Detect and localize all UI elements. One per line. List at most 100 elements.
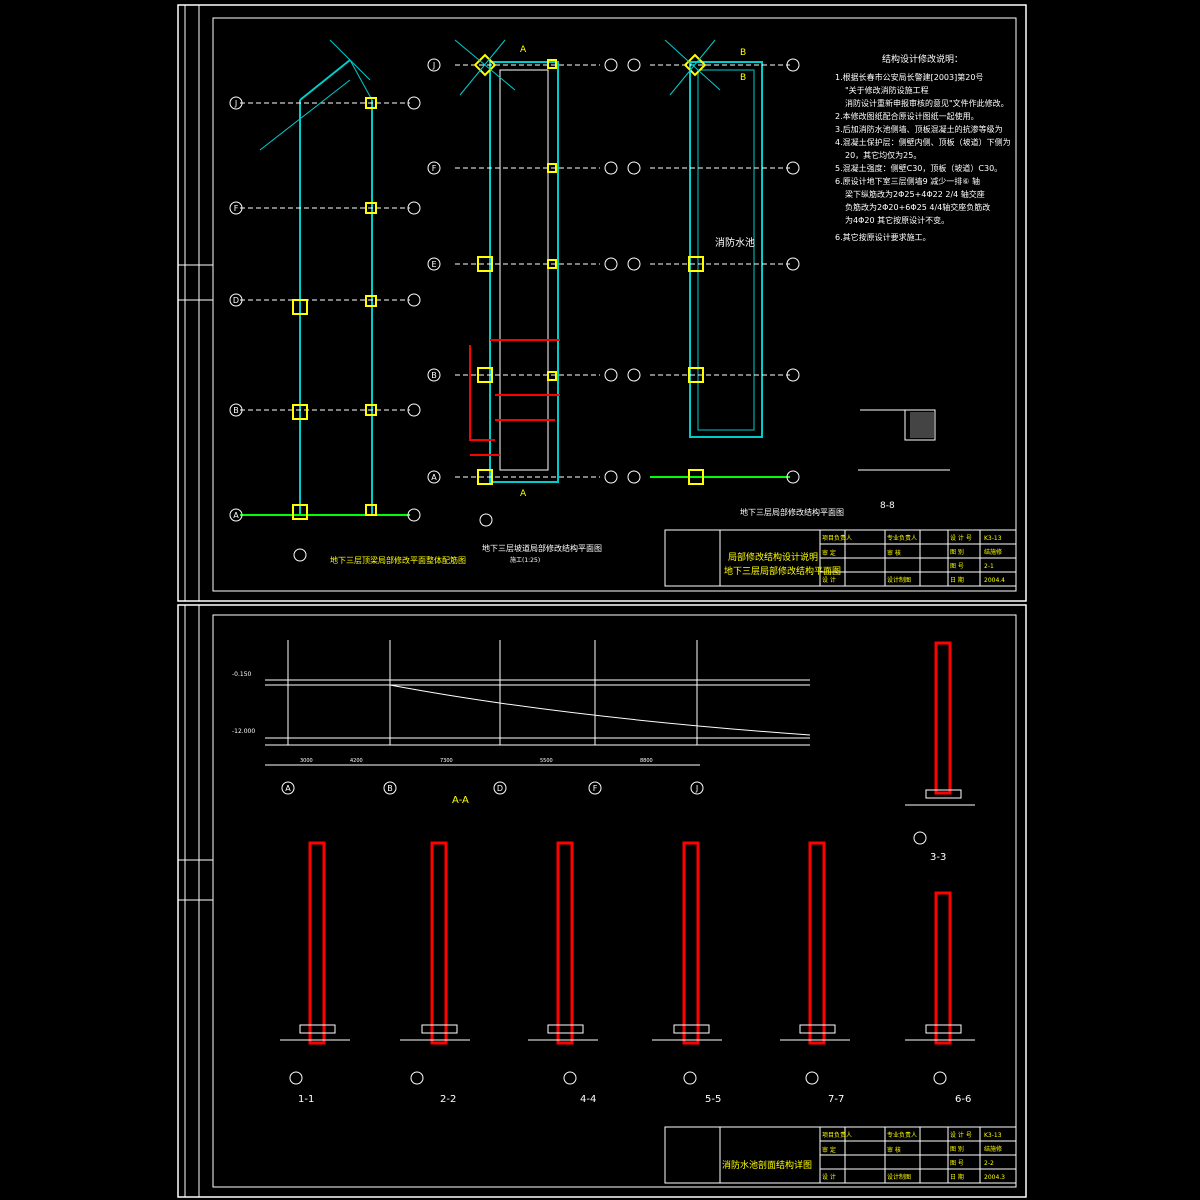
label-type: 图 别 — [950, 548, 964, 556]
notes-title: 结构设计修改说明： — [882, 53, 963, 65]
dim-label: 4200 — [350, 758, 363, 764]
grid-label: A — [233, 511, 239, 520]
note-line: 20，其它均仅为25。 — [845, 150, 921, 160]
section-8-8: 8-8 — [858, 409, 950, 511]
section-mark-b: B — [740, 73, 746, 83]
label-check: 审 定 — [822, 1146, 836, 1154]
section-label: 5-5 — [705, 1094, 721, 1105]
title-main-1: 局部修改结构设计说明 — [728, 551, 818, 563]
label-design: 设 计 — [822, 576, 836, 584]
note-line: 5.混凝土强度：侧壁C30，顶板（坡道）C30。 — [835, 163, 1002, 173]
value-sheet: 2-2 — [984, 1160, 994, 1167]
label-project: 项目负责人 — [822, 1131, 852, 1139]
dim-label: 7300 — [440, 758, 453, 764]
note-line: 6.原设计地下室三层侧墙9 减少一排⑥ 轴 — [835, 176, 980, 186]
caption-mid: 地下三层坡道局部修改结构平面图 — [482, 543, 602, 553]
right-grid-bubbles — [627, 58, 800, 484]
note-line: 6.其它按原设计要求施工。 — [835, 232, 931, 242]
wall-section — [905, 891, 975, 1085]
caption-right: 地下三层局部修改结构平面图 — [740, 507, 844, 517]
note-line: 消防设计重新申报审核的意见"文件作此修改。 — [845, 98, 1009, 108]
left-grid-bubbles: J F D B A — [229, 96, 421, 562]
sheet1-frame — [177, 4, 1027, 602]
grid-label: J — [432, 61, 435, 70]
wall-section — [400, 841, 470, 1085]
note-line: "关于修改消防设施工程 — [845, 85, 929, 95]
value-type: 结施修 — [984, 1145, 1002, 1153]
grid-label: D — [233, 296, 239, 305]
wall-section — [652, 841, 722, 1085]
section-88-label: 8-8 — [880, 501, 895, 511]
label-sheet: 图 号 — [950, 563, 964, 570]
label-date: 日 期 — [950, 576, 964, 584]
label-type: 图 别 — [950, 1145, 964, 1153]
note-line: 1.根据长春市公安局长警建[2003]第20号 — [835, 72, 983, 82]
dim-label: 8800 — [640, 758, 653, 764]
note-line: 为4Φ20 其它按原设计不变。 — [845, 215, 949, 225]
label-audit: 审 核 — [887, 1146, 901, 1154]
grid-label: F — [234, 204, 239, 213]
note-line: 2.本修改图纸配合原设计图纸一起使用。 — [835, 111, 979, 121]
pool-label: 消防水池 — [715, 236, 755, 249]
title-main-2: 地下三层局部修改结构平面图 — [724, 565, 841, 577]
grid-label: A — [431, 473, 437, 482]
note-line: 4.混凝土保护层：侧壁内侧、顶板（坡道）下侧为 — [835, 137, 1011, 147]
note-line: 梁下纵筋改为2Φ25+4Φ22 2/4 轴交座 — [845, 189, 985, 199]
sheet1-left-plan: J F D B A 地下三层顶梁局部修改平面整体配筋图 — [229, 39, 466, 565]
sheet1-right-plan: 消防水池 B B 地下三层局部修改结构平面图 — [627, 39, 844, 517]
dim-label: 3000 — [300, 758, 313, 764]
dim-label: 5500 — [540, 758, 553, 764]
label-prof: 专业负责人 — [887, 534, 917, 542]
value-date: 2004.4 — [984, 577, 1005, 584]
value-sheet: 2-1 — [984, 563, 994, 570]
label-sheet: 图 号 — [950, 1160, 964, 1167]
wall-sections: 1-1 2-2 4-4 5-5 7-7 6-6 3-3 — [280, 641, 975, 1105]
sheet2-frame — [177, 604, 1027, 1198]
axis-label: D — [497, 784, 503, 793]
wall-section — [780, 841, 850, 1085]
value-no: K3-13 — [984, 1132, 1002, 1139]
axis-label: A — [285, 784, 291, 793]
value-type: 结施修 — [984, 548, 1002, 556]
section-a-a: A B D F J -0.150 -12.000 3000 4200 7300 … — [232, 640, 811, 806]
sheet1-middle-plan: J F E B A A A 地下三层坡道局部修改结构平面图 施工(1:25) — [427, 39, 618, 564]
section-mark-b: B — [740, 48, 746, 58]
caption-left: 地下三层顶梁局部修改平面整体配筋图 — [330, 555, 466, 565]
wall-section — [905, 641, 975, 845]
section-mark-a: A — [520, 489, 527, 499]
value-date: 2004.3 — [984, 1174, 1005, 1181]
axis-label: J — [695, 784, 698, 793]
grid-label: J — [234, 99, 237, 108]
section-aa-label: A-A — [452, 795, 469, 806]
label-no: 设 计 号 — [950, 1131, 972, 1139]
label-project: 项目负责人 — [822, 534, 852, 542]
axis-label: B — [387, 784, 393, 793]
section-label: 6-6 — [955, 1094, 971, 1105]
section-label: 1-1 — [298, 1094, 314, 1105]
design-notes: 结构设计修改说明： 1.根据长春市公安局长警建[2003]第20号 "关于修改消… — [835, 53, 1011, 242]
label-check: 审 定 — [822, 549, 836, 557]
axis-label: F — [593, 784, 598, 793]
label-date: 日 期 — [950, 1173, 964, 1181]
title-main: 消防水池剖面结构详图 — [722, 1159, 812, 1171]
label-drawn: 设计制图 — [887, 576, 911, 584]
grid-label: F — [432, 164, 437, 173]
grid-label: B — [431, 371, 437, 380]
note-line: 3.后加消防水池侧墙、顶板混凝土的抗渗等级为 — [835, 124, 1003, 134]
label-prof: 专业负责人 — [887, 1131, 917, 1139]
mid-grid-bubbles: J F E B A — [427, 58, 618, 527]
wall-section — [280, 841, 350, 1085]
note-line: 负筋改为2Φ20+6Φ25 4/4轴交座负筋改 — [845, 202, 990, 212]
grid-label: E — [431, 260, 436, 269]
elev-top: -0.150 — [232, 671, 252, 678]
section-label: 7-7 — [828, 1094, 844, 1105]
section-label: 2-2 — [440, 1094, 456, 1105]
wall-section — [528, 841, 598, 1085]
value-no: K3-13 — [984, 535, 1002, 542]
elev-bottom: -12.000 — [232, 728, 255, 735]
title-block-2: 消防水池剖面结构详图 项目负责人 审 定 设 计 专业负责人 审 核 设计制图 … — [664, 1126, 1017, 1184]
label-design: 设 计 — [822, 1173, 836, 1181]
label-audit: 审 核 — [887, 549, 901, 557]
section-label: 3-3 — [930, 852, 946, 863]
